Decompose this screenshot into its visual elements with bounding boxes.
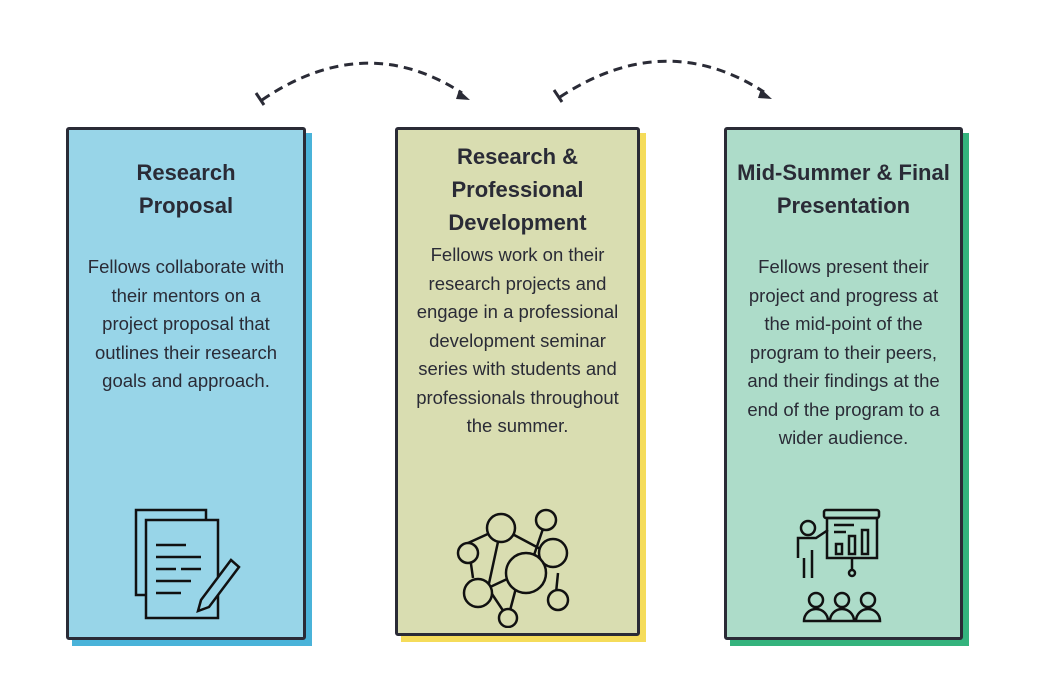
card-body: Fellows collaborate with their mentors o…	[87, 256, 285, 391]
presentation-icon	[796, 508, 881, 623]
network-people-icon	[456, 508, 569, 628]
arrowhead-icon	[758, 89, 772, 99]
arrow-tail-icon	[254, 89, 564, 106]
document-pencil-icon	[134, 508, 241, 620]
arrow-2-3	[559, 59, 765, 99]
card-title: Research Proposal	[136, 160, 236, 218]
card-body: Fellows work on their research projects …	[416, 244, 619, 436]
card-research-development: Research & Professional Development Fell…	[395, 127, 640, 636]
card-body: Fellows present their project and progre…	[747, 256, 940, 448]
arrow-1-2	[261, 61, 463, 102]
card-title: Research & Professional Development	[448, 144, 587, 235]
card-research-proposal: Research Proposal Fellows collaborate wi…	[66, 127, 306, 640]
card-presentation: Mid-Summer & Final Presentation Fellows …	[724, 127, 963, 640]
card-title: Mid-Summer & Final Presentation	[737, 160, 950, 218]
arrowhead-icon	[456, 90, 470, 100]
